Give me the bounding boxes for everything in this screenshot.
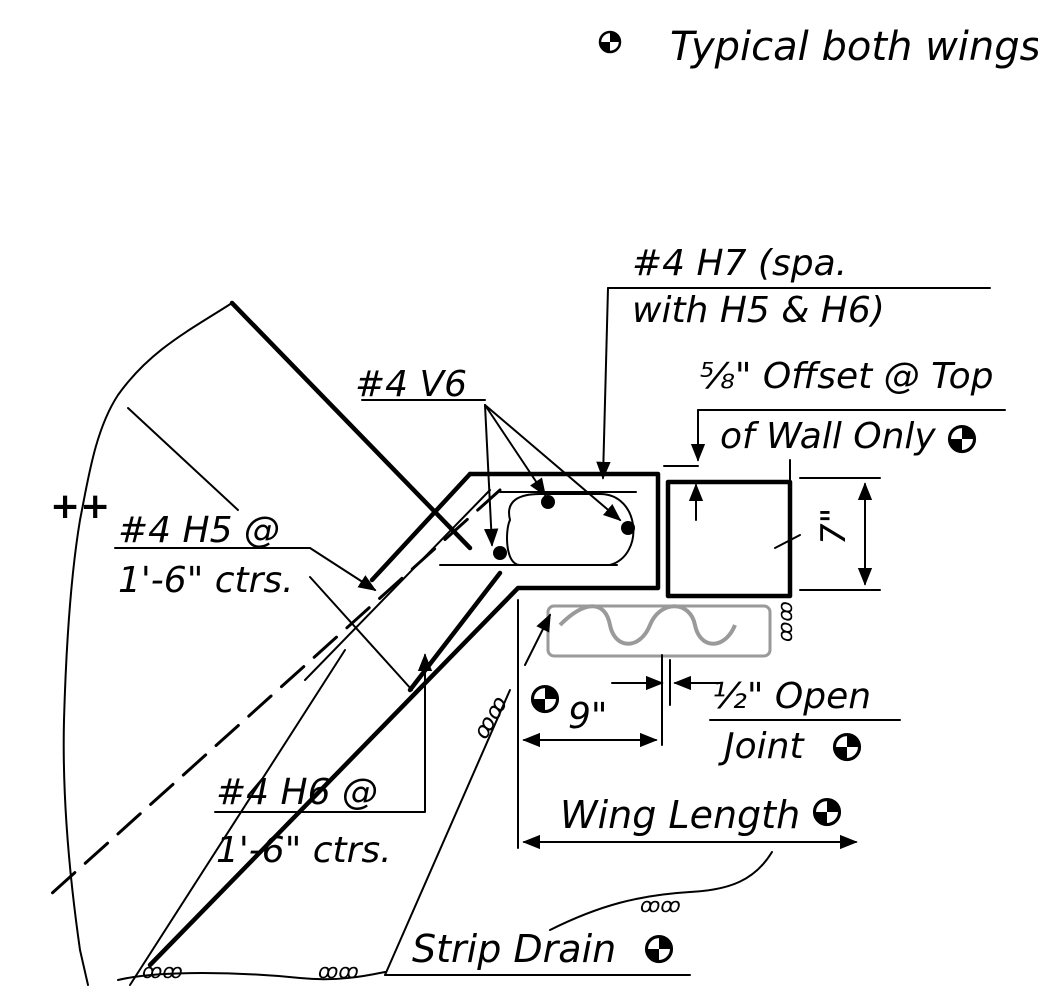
center-mark-icon	[644, 934, 674, 964]
label-strip-drain: Strip Drain	[412, 927, 616, 971]
ground-line-left	[117, 971, 386, 981]
label-h6-line2: 1'-6" ctrs.	[216, 830, 392, 871]
label-h7-line1: #4 H7 (spa.	[632, 243, 847, 284]
label-plus-marks: ++	[50, 486, 110, 527]
gravel-mark: ꝏꝏ	[773, 601, 797, 642]
wall-outline	[147, 471, 661, 968]
label-v6: #4 V6	[355, 364, 467, 405]
wall-inner-corner	[407, 570, 503, 693]
label-wing-length: Wing Length	[560, 793, 800, 837]
gravel-mark: ꝏꝏ	[640, 893, 681, 917]
wall-inner-top	[369, 471, 473, 583]
label-open-joint-line1: ½" Open	[712, 676, 871, 717]
gravel-mark: ꝏꝏ	[318, 959, 359, 983]
wall-block-right	[665, 479, 793, 599]
label-dim-7: 7"	[814, 508, 854, 545]
label-h5-line2: 1'-6" ctrs.	[118, 560, 294, 601]
break-line-boundary	[62, 302, 233, 986]
h5-bar-segment	[309, 576, 413, 691]
gravel-mark: ꝏꝏ	[142, 959, 183, 983]
center-mark-icon	[832, 732, 862, 762]
label-open-joint-line2: Joint	[718, 726, 805, 767]
legend-text: Typical both wings	[670, 24, 1038, 70]
label-h7-line2: with H5 & H6)	[632, 290, 885, 331]
wall-inner-line	[304, 489, 491, 681]
rebar-dot-1	[541, 495, 555, 509]
wall-break-edge	[127, 407, 239, 511]
strip-drain-wave	[558, 604, 737, 646]
rebar-dot-3	[493, 546, 507, 560]
label-offset-line1: ⅝" Offset @ Top	[700, 356, 994, 397]
label-h5-line1: #4 H5 @	[118, 510, 280, 551]
h6-wall-line	[129, 649, 346, 986]
dashed-centerline	[48, 488, 502, 897]
label-h6-line1: #4 H6 @	[216, 772, 378, 813]
center-mark-icon	[812, 797, 842, 827]
label-dim-9: 9"	[568, 696, 607, 737]
rebar-loop	[506, 493, 635, 566]
label-offset-line2: of Wall Only	[720, 416, 936, 457]
center-mark-icon	[947, 424, 977, 454]
rebar-dot-2	[621, 521, 635, 535]
ground-line-right	[549, 851, 773, 931]
wall-face-upper	[229, 300, 473, 551]
center-mark-icon	[598, 30, 622, 54]
center-mark-icon	[530, 684, 560, 714]
